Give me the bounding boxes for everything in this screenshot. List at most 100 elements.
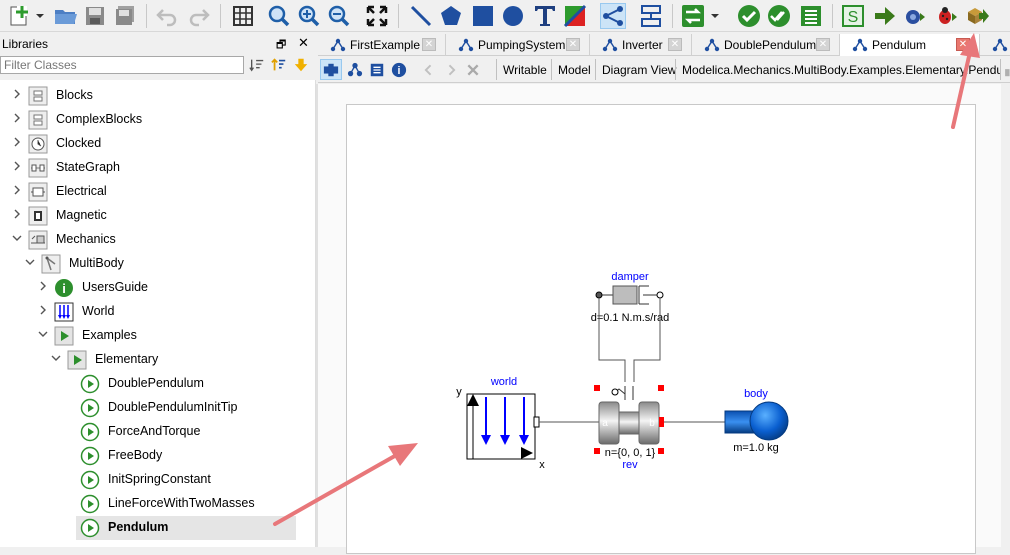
expand-icon[interactable] (12, 161, 22, 173)
tab-doublependulum[interactable]: DoublePendulum✕ (692, 34, 840, 56)
simulation-setup-icon[interactable]: S (840, 3, 866, 29)
body-component[interactable]: body m=1.0 kg (724, 388, 789, 454)
tab-inverter[interactable]: Inverter✕ (590, 34, 692, 56)
tree-item-doublependulum[interactable]: DoublePendulum (0, 372, 300, 396)
tree-item-pendulum[interactable]: Pendulum (76, 516, 296, 540)
undo-icon[interactable] (154, 3, 180, 29)
rev-component[interactable]: a b n={0, 0, 1} rev (594, 385, 664, 471)
example-model-icon (80, 422, 100, 442)
simulate-icon[interactable] (872, 3, 898, 29)
tree-item-lineforcewithtwomasses[interactable]: LineForceWithTwoMasses (0, 492, 300, 516)
tree-item-complexblocks[interactable]: ComplexBlocks (0, 108, 300, 132)
icon-view-icon[interactable] (320, 59, 342, 80)
text-tool-icon[interactable] (532, 3, 558, 29)
simulate-animation-icon[interactable] (964, 3, 990, 29)
expand-icon[interactable] (12, 89, 22, 101)
scroll-to-selected-icon[interactable] (292, 56, 310, 74)
damper-component[interactable]: damper d=0.1 N.m.s/rad (591, 271, 670, 382)
close-panel-icon[interactable]: ✕ (298, 35, 309, 50)
float-panel-icon[interactable]: 🗗 (276, 39, 287, 51)
check-model-icon[interactable] (736, 3, 762, 29)
expand-icon[interactable] (12, 209, 22, 221)
instantiate-icon[interactable] (798, 3, 824, 29)
sort-order-icon[interactable] (270, 56, 288, 74)
tab-close-icon[interactable]: ✕ (422, 38, 436, 51)
tree-item-multibody[interactable]: MultiBody (0, 252, 300, 276)
expand-icon[interactable] (38, 305, 48, 317)
tab-firstexample[interactable]: FirstExample✕ (318, 34, 446, 56)
diagram-sheet[interactable]: world y x damper d=0.1 N.m.s/rad a b (346, 104, 976, 554)
line-tool-icon[interactable] (408, 3, 434, 29)
forward-icon[interactable] (440, 59, 462, 80)
redo-icon[interactable] (186, 3, 212, 29)
diagram-view-icon[interactable] (344, 59, 366, 80)
clear-icon[interactable] (462, 59, 484, 80)
tree-item-world[interactable]: World (0, 300, 300, 324)
check-dropdown-icon[interactable] (680, 3, 722, 29)
tree-item-elementary[interactable]: Elementary (0, 348, 300, 372)
ellipse-tool-icon[interactable] (500, 3, 526, 29)
check-all-icon[interactable] (766, 3, 792, 29)
electrical-icon (28, 182, 48, 202)
example-model-icon (80, 446, 100, 466)
zoom-in-icon[interactable] (296, 3, 322, 29)
lock-icon (1002, 59, 1010, 80)
tree-item-label: Electrical (56, 184, 107, 198)
tree-item-forceandtorque[interactable]: ForceAndTorque (0, 420, 300, 444)
rectangle-tool-icon[interactable] (470, 3, 496, 29)
vertical-scrollbar[interactable] (1001, 84, 1010, 547)
example-model-icon (80, 398, 100, 418)
text-view-icon[interactable] (366, 59, 388, 80)
tree-item-magnetic[interactable]: Magnetic (0, 204, 300, 228)
zoom-reset-icon[interactable] (266, 3, 292, 29)
transition-mode-icon[interactable] (638, 3, 664, 29)
grid-icon[interactable] (230, 3, 256, 29)
world-axis-y: y (456, 386, 462, 398)
tree-item-examples[interactable]: Examples (0, 324, 300, 348)
tree-item-initspringconstant[interactable]: InitSpringConstant (0, 468, 300, 492)
tab-close-icon[interactable]: ✕ (668, 38, 682, 51)
sort-icon[interactable] (248, 56, 266, 74)
collapse-icon[interactable] (51, 353, 61, 365)
connect-mode-icon[interactable] (600, 3, 626, 29)
panel-splitter[interactable] (316, 84, 318, 547)
collapse-icon[interactable] (12, 233, 22, 245)
world-component[interactable]: world y x (456, 376, 545, 471)
tab-pumpingsystem[interactable]: PumpingSystem✕ (446, 34, 590, 56)
zoom-out-icon[interactable] (326, 3, 352, 29)
fit-to-window-icon[interactable] (364, 3, 390, 29)
tab-close-icon[interactable]: ✕ (566, 38, 580, 51)
model-icon (992, 37, 1008, 53)
documentation-view-icon[interactable]: i (388, 59, 410, 80)
simulate-debugger-icon[interactable] (902, 3, 928, 29)
tree-item-mechanics[interactable]: Mechanics (0, 228, 300, 252)
back-icon[interactable] (418, 59, 440, 80)
new-class-icon[interactable] (6, 3, 46, 29)
tree-item-doublependuluminittip[interactable]: DoublePendulumInitTip (0, 396, 300, 420)
tree-item-blocks[interactable]: Blocks (0, 84, 300, 108)
expand-icon[interactable] (38, 281, 48, 293)
tree-item-stategraph[interactable]: StateGraph (0, 156, 300, 180)
expand-icon[interactable] (12, 113, 22, 125)
expand-icon[interactable] (12, 185, 22, 197)
tab-pendulum[interactable]: Pendulum✕ (840, 34, 980, 56)
tree-item-electrical[interactable]: Electrical (0, 180, 300, 204)
tab-mult[interactable]: Mult (980, 34, 1010, 56)
expand-icon[interactable] (12, 137, 22, 149)
collapse-icon[interactable] (38, 329, 48, 341)
tab-close-icon[interactable]: ✕ (816, 38, 830, 51)
simulate-algorithmic-debug-icon[interactable] (934, 3, 960, 29)
bitmap-tool-icon[interactable] (562, 3, 588, 29)
tree-item-clocked[interactable]: Clocked (0, 132, 300, 156)
filter-classes-input[interactable] (0, 56, 244, 74)
model-path: Modelica.Mechanics.MultiBody.Examples.El… (675, 59, 1001, 80)
polygon-tool-icon[interactable] (438, 3, 464, 29)
tab-close-icon[interactable]: ✕ (956, 38, 970, 51)
collapse-icon[interactable] (25, 257, 35, 269)
save-all-icon[interactable] (112, 3, 138, 29)
tree-item-freebody[interactable]: FreeBody (0, 444, 300, 468)
open-folder-icon[interactable] (52, 3, 78, 29)
save-icon[interactable] (82, 3, 108, 29)
example-model-icon (80, 518, 100, 538)
